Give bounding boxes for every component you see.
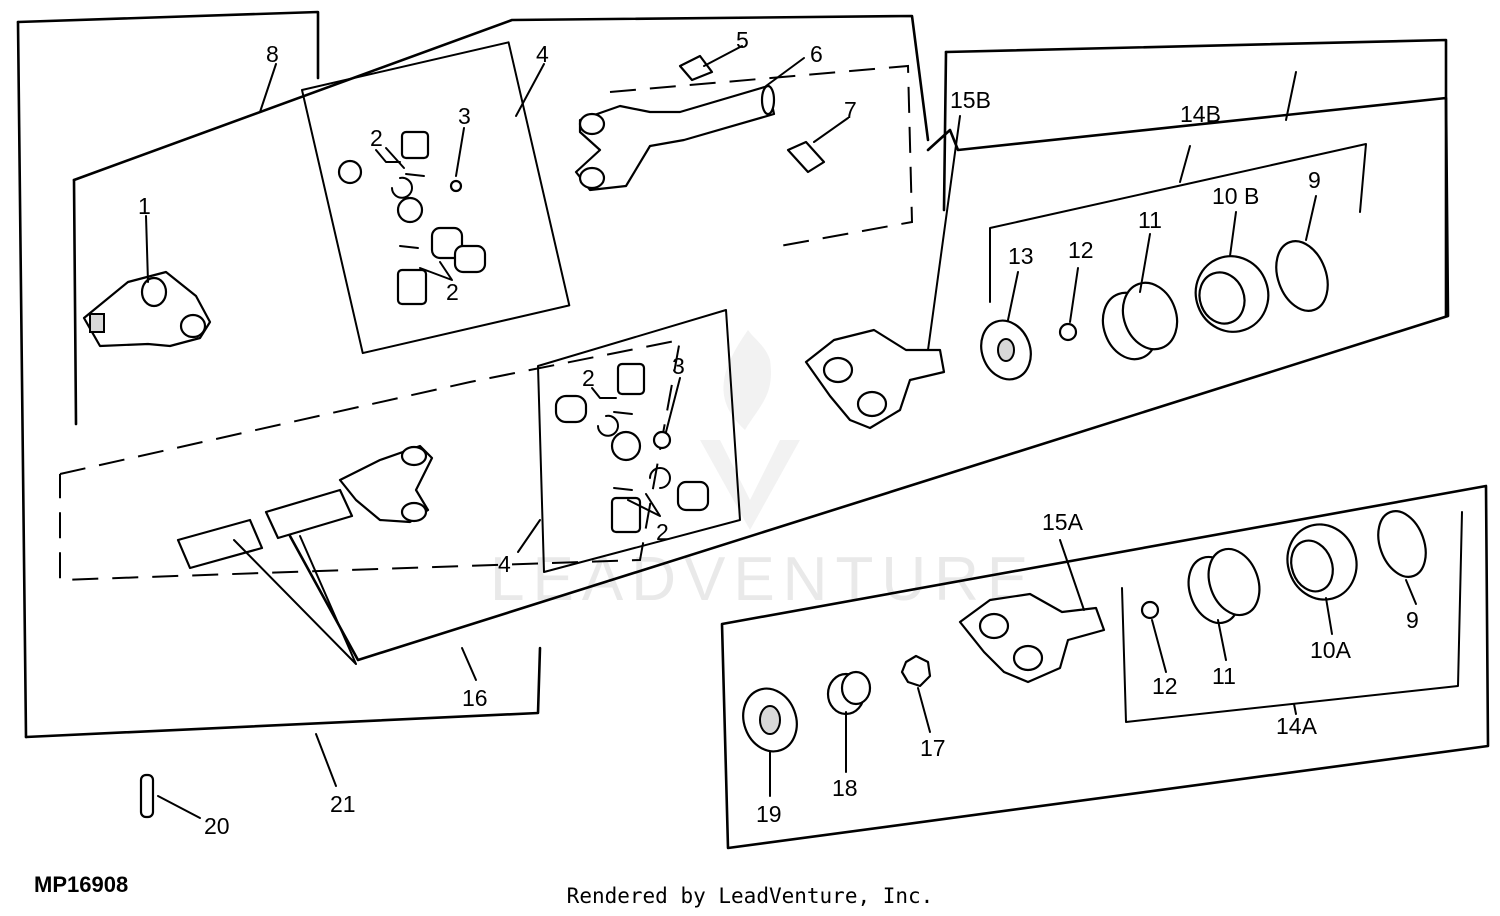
- callout-20: 20: [204, 813, 230, 839]
- callout-labels: 8 1 2 3 2 4 5 6 7 15B 14B 13 12 11 10 B …: [138, 27, 1419, 839]
- callout-21: 21: [330, 791, 356, 817]
- ujoint-bottom-icon: [554, 362, 710, 534]
- spring-icon: [1187, 547, 1261, 625]
- ball-icon: [1058, 322, 1078, 342]
- lock-nut-icon: [900, 654, 932, 688]
- driveshaft-tube-icon: [574, 84, 776, 192]
- callout-15a: 15A: [1042, 509, 1084, 535]
- callout-5: 5: [736, 27, 749, 53]
- callout-2: 2: [656, 519, 669, 545]
- splined-shaft-icon: [176, 444, 434, 570]
- callout-18: 18: [832, 775, 858, 801]
- snap-ring-icon: [1377, 510, 1427, 578]
- diagram-code: MP16908: [34, 872, 129, 897]
- leader-lines: [145, 45, 1417, 819]
- frame-15b: [944, 38, 1448, 318]
- callout-10b: 10 B: [1212, 183, 1259, 209]
- bracket-14b: [989, 71, 1367, 303]
- watermark-text: LEADVENTURE: [490, 545, 1036, 614]
- callout-3: 3: [672, 353, 685, 379]
- grease-fitting-icon: [678, 54, 714, 82]
- collar-icon: [1194, 255, 1270, 333]
- callout-4: 4: [498, 551, 511, 577]
- callout-17: 17: [920, 735, 946, 761]
- dashed-group-bottom: [59, 338, 682, 582]
- callout-15b: 15B: [950, 87, 991, 113]
- frame-21: [16, 10, 542, 739]
- snap-ring-icon: [1275, 240, 1329, 312]
- grease-fitting-icon: [786, 140, 826, 174]
- callout-13: 13: [1008, 243, 1034, 269]
- callout-9: 9: [1406, 607, 1419, 633]
- ujoint-box-top: [301, 41, 571, 355]
- watermark-logo-icon: [700, 330, 800, 530]
- footer-credit: Rendered by LeadVenture, Inc.: [566, 884, 934, 908]
- callout-12: 12: [1068, 237, 1094, 263]
- yoke-15b-icon: [804, 328, 946, 430]
- bracket-14a: [1121, 511, 1463, 723]
- callout-12: 12: [1152, 673, 1178, 699]
- callout-14b: 14B: [1180, 101, 1221, 127]
- callout-3: 3: [458, 103, 471, 129]
- ujoint-box-bottom: [537, 309, 741, 573]
- callout-11: 11: [1212, 663, 1236, 689]
- frame-bottom-right: [720, 484, 1490, 850]
- callout-6: 6: [810, 41, 823, 67]
- callout-8: 8: [266, 41, 279, 67]
- callout-4: 4: [536, 41, 549, 67]
- spring-icon: [1101, 281, 1179, 361]
- washer-icon: [742, 687, 798, 753]
- callout-7: 7: [844, 97, 857, 123]
- watermark: LEADVENTURE: [490, 330, 1036, 614]
- ball-icon: [1140, 600, 1160, 620]
- callout-9: 9: [1308, 167, 1321, 193]
- pin-icon: [139, 773, 155, 819]
- callout-2: 2: [582, 365, 595, 391]
- collar-icon: [1286, 523, 1358, 601]
- spring-clip-icon: [826, 670, 872, 716]
- callout-1: 1: [138, 193, 151, 219]
- callout-2: 2: [446, 279, 459, 305]
- callout-11: 11: [1138, 207, 1162, 233]
- callout-2: 2: [370, 125, 383, 151]
- ujoint-top-icon: [337, 130, 487, 306]
- frame-8: [72, 14, 930, 426]
- yoke-15a-icon: [958, 592, 1106, 684]
- callout-19: 19: [756, 801, 782, 827]
- dashed-group-top: [609, 64, 914, 247]
- washer-icon: [980, 319, 1032, 381]
- callout-16: 16: [462, 685, 488, 711]
- callout-14a: 14A: [1276, 713, 1318, 739]
- callout-10a: 10A: [1310, 637, 1352, 663]
- yoke-icon: [82, 270, 212, 348]
